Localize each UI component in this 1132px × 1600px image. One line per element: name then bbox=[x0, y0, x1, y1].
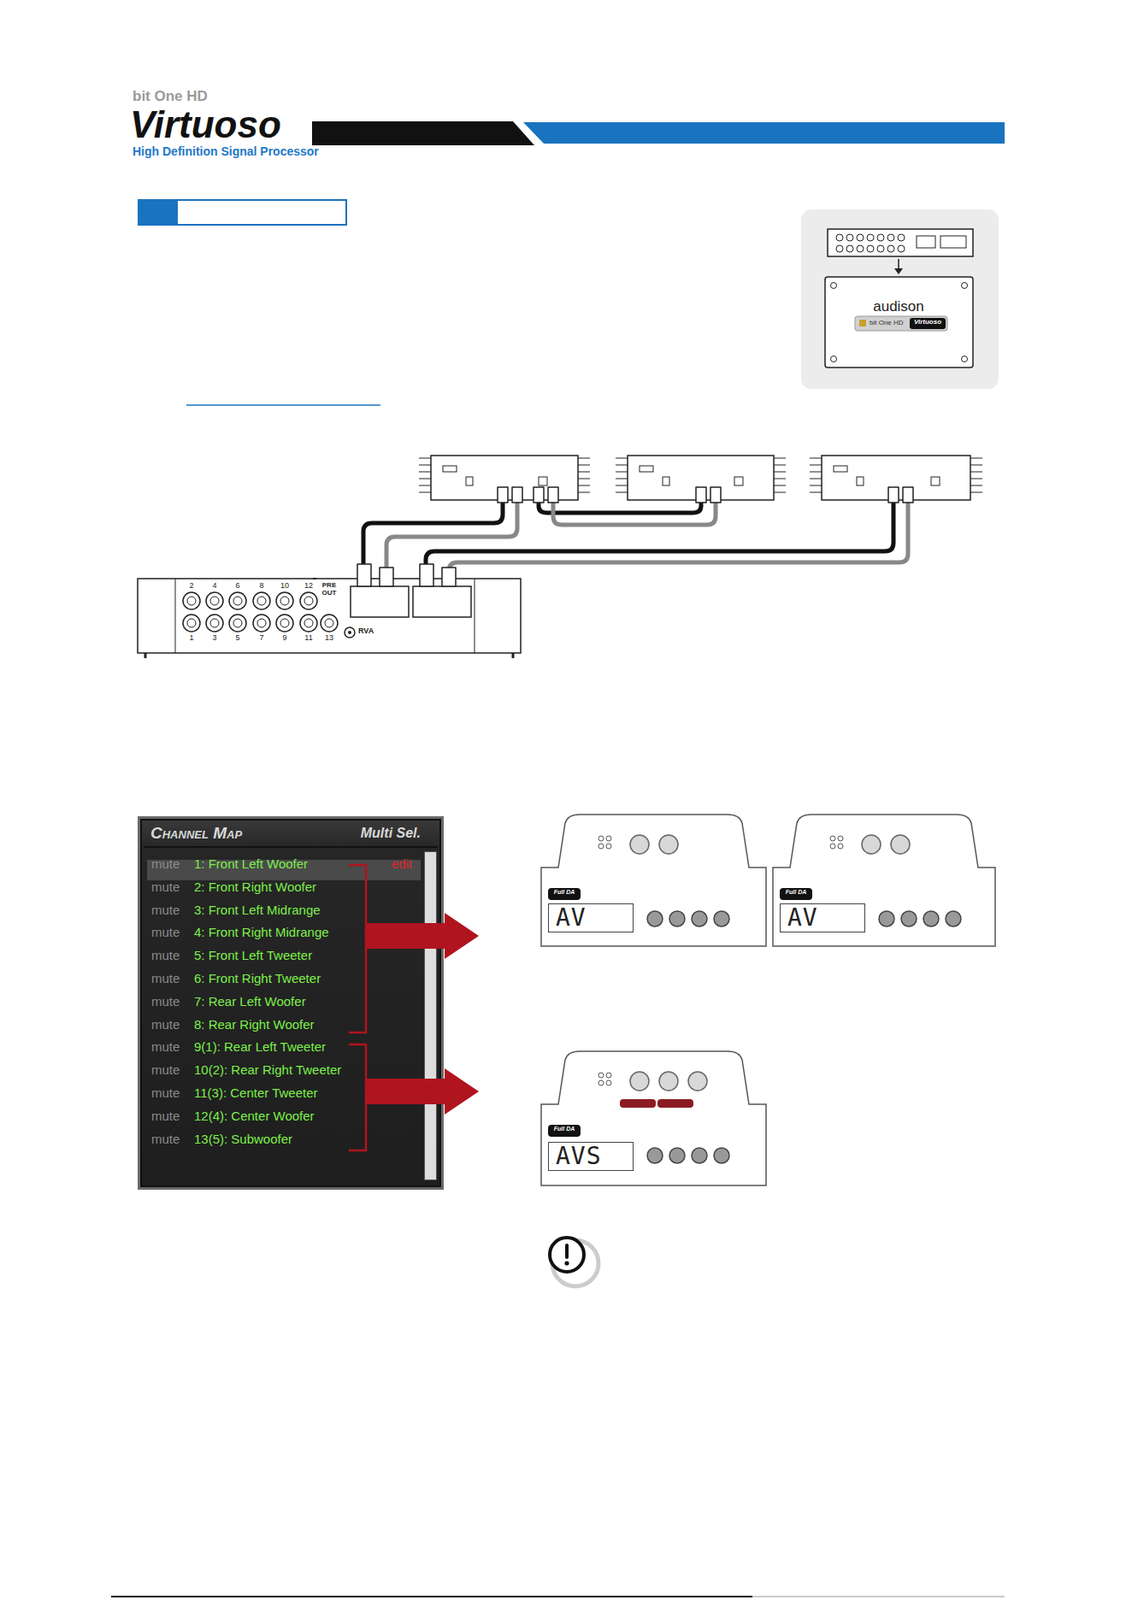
mute-toggle: mute bbox=[151, 995, 180, 1010]
connector-label: 13 bbox=[324, 634, 334, 643]
badge-text: Full DA bbox=[554, 889, 576, 897]
connector-label: 7 bbox=[259, 634, 264, 643]
panel-option: Multi Sel. bbox=[360, 825, 421, 842]
connector-label: 8 bbox=[259, 582, 264, 591]
channel-name: 1: Front Left Woofer bbox=[194, 857, 308, 873]
header-bars bbox=[312, 121, 1005, 146]
connector-label: 3 bbox=[212, 634, 217, 643]
mute-toggle: mute bbox=[151, 880, 180, 896]
display-readout: AV bbox=[787, 906, 819, 931]
amp-display: AV bbox=[548, 903, 634, 933]
display-readout: AV bbox=[555, 906, 587, 931]
product-badge-text: bit One HD bbox=[869, 319, 904, 328]
channel-name: 13(5): Subwoofer bbox=[194, 1132, 293, 1148]
badge-text: Full DA bbox=[785, 889, 808, 897]
mute-toggle: mute bbox=[151, 1086, 180, 1102]
badge-text: Full DA bbox=[554, 1126, 576, 1133]
connector-label: 11 bbox=[304, 634, 313, 643]
panel-title: Channel Map bbox=[150, 824, 242, 844]
footer-line bbox=[111, 1597, 1005, 1598]
amp-display: AV bbox=[779, 903, 866, 933]
processor-side bbox=[137, 577, 521, 659]
amplifiers-front bbox=[541, 814, 996, 1186]
connector-label: 12 bbox=[304, 582, 313, 591]
mute-toggle: mute bbox=[151, 925, 180, 941]
mute-toggle: mute bbox=[151, 949, 180, 964]
mute-toggle: mute bbox=[151, 1018, 180, 1033]
channel-name: 11(3): Center Tweeter bbox=[194, 1086, 319, 1102]
amp-display: AVS bbox=[548, 1142, 634, 1172]
channel-name: 7: Rear Left Woofer bbox=[194, 995, 307, 1010]
channel-name: 10(2): Rear Right Tweeter bbox=[194, 1063, 342, 1079]
connector-label: 10 bbox=[280, 582, 289, 591]
warning-icon bbox=[549, 1238, 599, 1287]
cables bbox=[357, 487, 914, 587]
connector-label: 4 bbox=[212, 582, 217, 591]
product-badge-text: audison bbox=[872, 299, 925, 316]
section-box bbox=[138, 200, 381, 406]
connector-label: 9 bbox=[282, 634, 287, 643]
install-panel bbox=[801, 209, 999, 390]
header-text: Virtuoso bbox=[129, 104, 282, 146]
edit-button: edit bbox=[391, 857, 413, 873]
display-readout: AVS bbox=[555, 1144, 602, 1169]
connector-label: 1 bbox=[188, 634, 194, 643]
header-text: High Definition Signal Processor bbox=[132, 145, 319, 159]
mute-toggle: mute bbox=[151, 1040, 180, 1056]
channel-name: 12(4): Center Woofer bbox=[194, 1109, 315, 1125]
header-text: bit One HD bbox=[132, 88, 208, 106]
connector-label: PRE OUT bbox=[318, 582, 341, 598]
channel-name: 3: Front Left Midrange bbox=[194, 903, 321, 919]
mute-toggle: mute bbox=[151, 903, 180, 919]
mute-toggle: mute bbox=[151, 1109, 180, 1125]
channel-name: 4: Front Right Midrange bbox=[194, 925, 330, 941]
mute-toggle: mute bbox=[151, 857, 180, 873]
channel-name: 6: Front Right Tweeter bbox=[194, 972, 321, 987]
channel-name: 2: Front Right Woofer bbox=[194, 880, 317, 896]
channel-name: 9(1): Rear Left Tweeter bbox=[194, 1040, 326, 1056]
connector-label: RVA bbox=[358, 627, 374, 637]
mute-toggle: mute bbox=[151, 1063, 180, 1079]
mute-toggle: mute bbox=[151, 972, 180, 987]
mute-toggle: mute bbox=[151, 1132, 180, 1148]
connector-label: 6 bbox=[235, 582, 240, 591]
connector-label: 5 bbox=[235, 634, 240, 643]
product-badge-text: Virtuoso bbox=[913, 318, 942, 327]
channel-name: 8: Rear Right Woofer bbox=[194, 1018, 315, 1033]
channel-name: 5: Front Left Tweeter bbox=[194, 949, 313, 964]
connector-label: 2 bbox=[188, 582, 194, 591]
